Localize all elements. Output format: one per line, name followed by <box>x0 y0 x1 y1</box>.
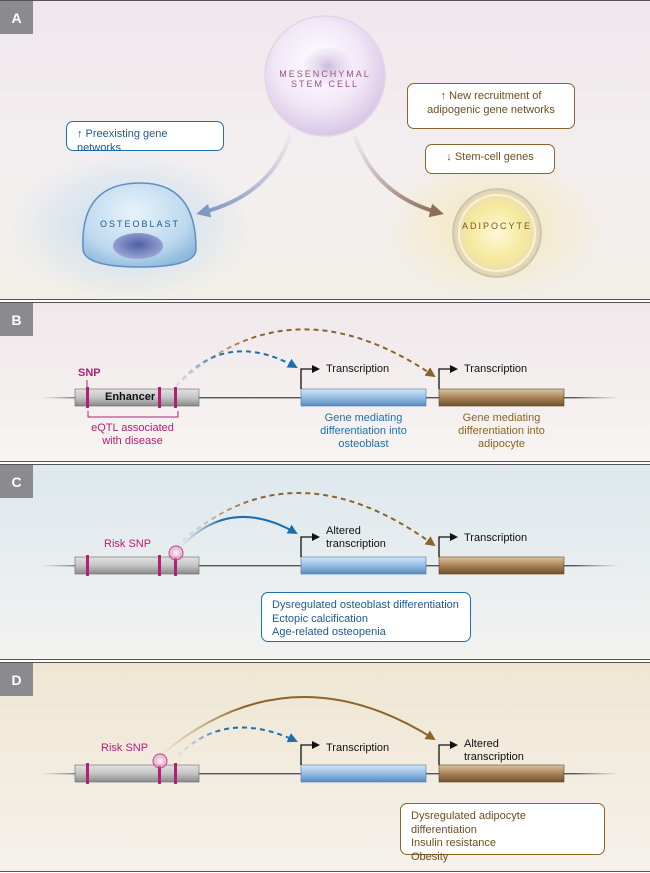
transcription-arrow-2 <box>438 365 458 389</box>
altered-transcription-label: Altered transcription <box>464 738 524 764</box>
stem-cell-label-line2: STEM CELL <box>290 79 359 89</box>
solid-arc-to-osteoblast-gene <box>180 515 298 548</box>
dashed-arc-to-adipocyte-gene <box>175 492 436 548</box>
gene-osteoblast <box>300 388 427 407</box>
transcription-arrow-2 <box>438 533 458 557</box>
eqtl-label: eQTL associated with disease <box>70 422 195 448</box>
arrow-to-osteoblast <box>196 135 292 218</box>
box-preexisting-gene-networks: ↑ Preexisting gene networks <box>66 121 224 154</box>
effect-item: Ectopic calcification <box>272 612 368 625</box>
osteoblast-nucleus <box>113 233 163 259</box>
snp-label: SNP <box>78 367 101 379</box>
gene-osteoblast-label: Gene mediating differentiation into oste… <box>301 412 426 451</box>
transcription-label-2: Transcription <box>464 363 528 375</box>
panel-d: D Risk SNP Transcription Altered transcr… <box>0 662 650 872</box>
gene-adipocyte-label-line3: adipocyte <box>477 438 526 450</box>
box-new-recruitment-line1: ↑ New recruitment of <box>440 90 542 102</box>
osteoblast-label: OSTEOBLAST <box>99 219 181 229</box>
box-stem-cell-genes: ↓ Stem-cell genes <box>425 144 555 174</box>
osteoblast-cell <box>82 182 197 268</box>
panel-d-illustration <box>40 696 620 784</box>
effect-item: Dysregulated osteoblast differentiation <box>272 599 459 611</box>
transcription-arrow-1 <box>300 365 320 389</box>
risk-snp-label: Risk SNP <box>101 742 149 754</box>
eqtl-label-line2: with disease <box>102 435 163 447</box>
effect-item: Age-related osteopenia <box>272 626 386 638</box>
gene-adipocyte <box>438 764 565 783</box>
enhancer-marker-3 <box>174 387 177 408</box>
dashed-arc-to-adipocyte-gene <box>175 328 436 387</box>
altered-transcription-line1: Altered <box>326 525 361 537</box>
panel-label-b: B <box>0 303 33 336</box>
risk-snp-label: Risk SNP <box>104 538 152 550</box>
transcription-label-1: Transcription <box>326 363 390 375</box>
dashed-arc-to-osteoblast-gene <box>177 726 298 757</box>
box-adipocyte-effects: Dysregulated adipocyte differentiation I… <box>400 803 605 863</box>
altered-transcription-line1: Altered <box>464 738 499 750</box>
transcription-arrow-2 <box>438 741 458 765</box>
dashed-arc-to-osteoblast-gene <box>175 350 298 387</box>
stem-cell-nucleus <box>304 48 352 84</box>
altered-transcription-label: Altered transcription <box>326 525 386 551</box>
panel-a: A MESENCHYMAL STEM CELL OSTEOBLAST ADIPO… <box>0 0 650 300</box>
enhancer-region <box>74 556 200 575</box>
arrow-to-adipocyte <box>353 135 444 218</box>
risk-snp-marker <box>152 753 168 769</box>
risk-snp-marker <box>168 545 184 561</box>
transcription-label: Transcription <box>464 532 528 544</box>
enhancer-marker-2 <box>158 555 161 576</box>
panel-b: B SNP Enhancer eQTL associated with dise… <box>0 302 650 462</box>
enhancer-marker-2 <box>158 387 161 408</box>
enhancer-label: Enhancer <box>105 391 156 403</box>
gene-adipocyte-label-line2: differentiation into <box>458 425 545 437</box>
box-new-recruitment: ↑ New recruitment of adipogenic gene net… <box>407 83 575 129</box>
enhancer-marker-3 <box>174 555 177 576</box>
panel-label-c: C <box>0 465 33 498</box>
enhancer-marker-2 <box>158 763 161 784</box>
eqtl-label-line1: eQTL associated <box>91 422 174 434</box>
panel-c-illustration <box>40 492 620 576</box>
enhancer-marker-3 <box>174 763 177 784</box>
eqtl-bracket <box>87 411 179 418</box>
adipocyte-lipid-ring <box>458 194 536 272</box>
transcription-arrow-1 <box>300 741 320 765</box>
gene-adipocyte <box>438 556 565 575</box>
adipocyte-label: ADIPOCYTE <box>461 221 532 231</box>
effect-item: Insulin resistance <box>411 837 496 849</box>
panel-b-illustration <box>40 328 620 418</box>
gene-osteoblast <box>300 764 427 783</box>
gene-adipocyte-label-line1: Gene mediating <box>462 412 541 424</box>
altered-transcription-line2: transcription <box>464 751 524 763</box>
transcription-label: Transcription <box>326 742 390 754</box>
gene-osteoblast-label-line2: differentiation into <box>320 425 407 437</box>
panel-label-d: D <box>0 663 33 696</box>
enhancer-marker-1 <box>86 555 89 576</box>
panel-a-illustration <box>10 15 605 299</box>
gene-osteoblast <box>300 556 427 575</box>
transcription-arrow-1 <box>300 533 320 557</box>
enhancer-region <box>74 764 200 783</box>
effect-item: Obesity <box>411 850 449 863</box>
enhancer-marker-1 <box>86 763 89 784</box>
panel-c: C Risk SNP Altered transcription Transcr… <box>0 464 650 660</box>
box-new-recruitment-line2: adipogenic gene networks <box>427 103 555 116</box>
snp-marker <box>86 387 89 408</box>
gene-adipocyte-label: Gene mediating differentiation into adip… <box>439 412 564 451</box>
solid-arc-to-adipocyte-gene <box>161 696 436 755</box>
adipocyte-cell <box>452 188 542 278</box>
effect-item: Dysregulated adipocyte differentiation <box>411 810 526 836</box>
gene-osteoblast-label-line1: Gene mediating <box>324 412 403 424</box>
gene-adipocyte <box>438 388 565 407</box>
gene-osteoblast-label-line3: osteoblast <box>338 438 389 450</box>
enhancer-region <box>74 388 200 407</box>
altered-transcription-line2: transcription <box>326 538 386 550</box>
stem-cell-label: MESENCHYMAL STEM CELL <box>265 69 385 89</box>
box-osteoblast-effects: Dysregulated osteoblast differentiation … <box>261 592 471 642</box>
panel-label-a: A <box>0 1 33 34</box>
stem-cell-label-line1: MESENCHYMAL <box>279 69 371 79</box>
